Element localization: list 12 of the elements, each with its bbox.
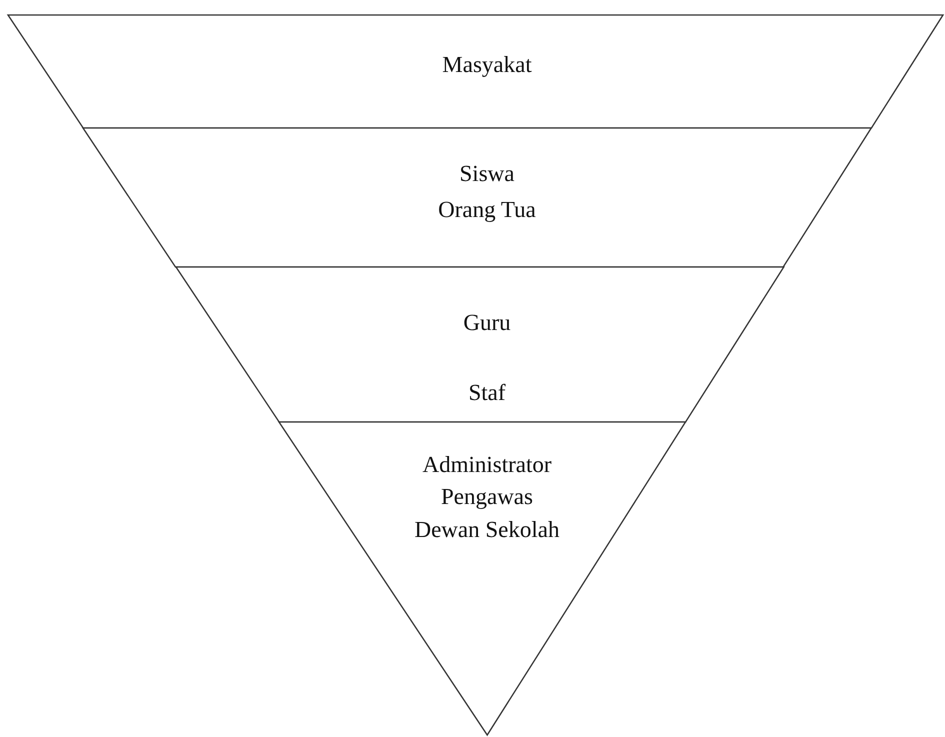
pyramid-tier — [176, 267, 784, 422]
tier-label: Orang Tua — [438, 197, 536, 223]
tier-label: Pengawas — [441, 484, 533, 510]
tier-label: Administrator — [422, 452, 552, 478]
tier-label: Siswa — [460, 161, 514, 187]
tier-label: Guru — [463, 310, 511, 336]
pyramid-tier — [278, 422, 686, 735]
tier-label: Dewan Sekolah — [414, 517, 560, 543]
tier-label: Staf — [468, 380, 506, 406]
pyramid-tier — [83, 128, 872, 267]
pyramid-tier — [8, 15, 943, 128]
tier-label: Masyakat — [442, 52, 532, 78]
